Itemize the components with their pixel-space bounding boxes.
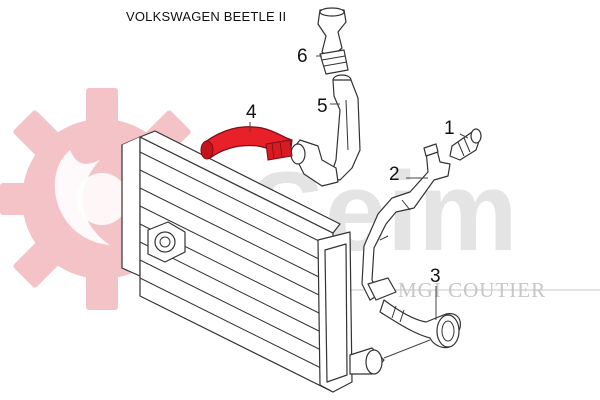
part-2-long-charge-pipe xyxy=(361,143,451,301)
diagram-title: VOLKSWAGEN BEETLE II xyxy=(126,9,286,24)
callout-1: 1 xyxy=(444,118,455,139)
callout-4: 4 xyxy=(246,102,257,123)
callout-5: 5 xyxy=(317,96,328,117)
brand-subtitle: MGI COUTIER xyxy=(398,278,546,302)
part-4-red-hose xyxy=(200,126,293,161)
part-6-upper-connector xyxy=(317,7,349,75)
part-5-vertical-pipe xyxy=(290,74,361,187)
part-3-lower-hose xyxy=(379,299,461,349)
callout-2: 2 xyxy=(389,164,400,185)
leader-lines xyxy=(249,55,469,359)
part-1-intake-elbow xyxy=(449,128,482,161)
intercooler xyxy=(121,130,385,393)
callout-6: 6 xyxy=(297,46,308,67)
callout-3: 3 xyxy=(430,266,441,287)
